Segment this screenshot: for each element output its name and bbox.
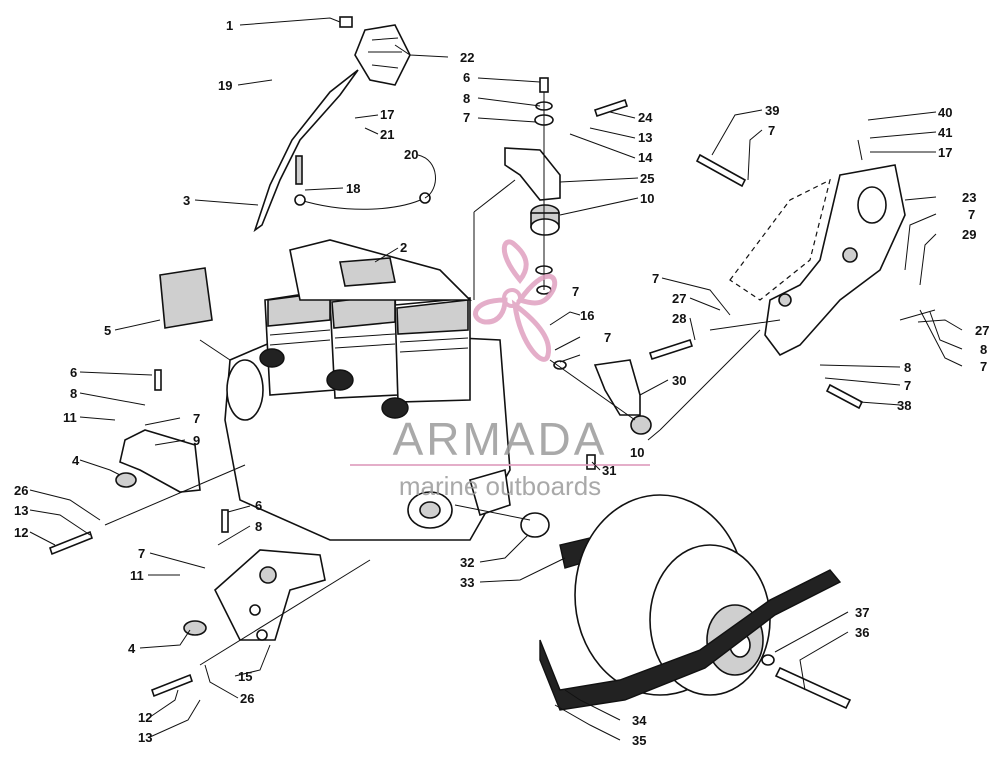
callout-5: 5 bbox=[104, 323, 111, 338]
callout-7: 7 bbox=[968, 207, 975, 222]
upper-mount-bracket bbox=[354, 24, 411, 86]
callout-12: 12 bbox=[138, 710, 152, 725]
callout-39: 39 bbox=[765, 103, 779, 118]
callout-8: 8 bbox=[255, 519, 262, 534]
callout-22: 22 bbox=[460, 50, 474, 65]
callout-28: 28 bbox=[672, 311, 686, 326]
callout-25: 25 bbox=[640, 171, 654, 186]
callout-7: 7 bbox=[193, 411, 200, 426]
callout-7: 7 bbox=[652, 271, 659, 286]
propeller-logo-icon bbox=[473, 239, 558, 362]
callout-16: 16 bbox=[580, 308, 594, 323]
washer-37 bbox=[761, 654, 775, 666]
callout-29: 29 bbox=[962, 227, 976, 242]
callout-33: 33 bbox=[460, 575, 474, 590]
decal bbox=[159, 267, 213, 329]
callout-18: 18 bbox=[346, 181, 360, 196]
callout-27: 27 bbox=[975, 323, 989, 338]
callout-7: 7 bbox=[572, 284, 579, 299]
callout-20: 20 bbox=[404, 147, 418, 162]
callout-4: 4 bbox=[128, 641, 136, 656]
callout-32: 32 bbox=[460, 555, 474, 570]
callout-6: 6 bbox=[255, 498, 262, 513]
callout-8: 8 bbox=[904, 360, 911, 375]
callout-26: 26 bbox=[240, 691, 254, 706]
rubber-mount-upper bbox=[530, 204, 560, 236]
callout-8: 8 bbox=[463, 91, 470, 106]
callout-26: 26 bbox=[14, 483, 28, 498]
bracket-outline-dashed bbox=[729, 178, 831, 301]
callout-38: 38 bbox=[897, 398, 911, 413]
bolt-6c bbox=[221, 509, 229, 533]
callout-11: 11 bbox=[130, 568, 144, 583]
left-rear-mount bbox=[183, 549, 326, 641]
callout-7: 7 bbox=[604, 330, 611, 345]
callout-41: 41 bbox=[938, 125, 952, 140]
callout-31: 31 bbox=[602, 463, 616, 478]
ground-strap bbox=[299, 197, 426, 210]
callout-37: 37 bbox=[855, 605, 869, 620]
callout-leaders bbox=[29, 17, 963, 741]
callout-12: 12 bbox=[14, 525, 28, 540]
callout-6: 6 bbox=[70, 365, 77, 380]
callout-7: 7 bbox=[768, 123, 775, 138]
callout-1: 1 bbox=[226, 18, 233, 33]
stud-31 bbox=[586, 454, 596, 470]
callout-numbers: 1 22 19 6 8 7 24 13 14 17 21 20 18 3 25 … bbox=[14, 18, 989, 748]
callout-13: 13 bbox=[138, 730, 152, 745]
callout-10: 10 bbox=[630, 445, 644, 460]
callout-14: 14 bbox=[638, 150, 653, 165]
bolt-6a bbox=[154, 369, 162, 391]
watermark-tagline: marine outboards bbox=[399, 471, 601, 501]
drive-belt bbox=[539, 569, 842, 711]
bolt-39 bbox=[695, 153, 747, 188]
callout-7: 7 bbox=[980, 359, 987, 374]
callout-3: 3 bbox=[183, 193, 190, 208]
watermark-brand: ARMADA bbox=[393, 413, 608, 465]
callout-9: 9 bbox=[193, 433, 200, 448]
callout-13: 13 bbox=[14, 503, 28, 518]
armada-watermark: ARMADA marine outboards bbox=[350, 239, 650, 501]
callout-19: 19 bbox=[218, 78, 232, 93]
callout-7: 7 bbox=[138, 546, 145, 561]
callout-17: 17 bbox=[380, 107, 394, 122]
callout-15: 15 bbox=[238, 669, 252, 684]
clip bbox=[339, 16, 353, 28]
assembly-lines bbox=[104, 92, 936, 666]
callout-6: 6 bbox=[463, 70, 470, 85]
callout-7: 7 bbox=[463, 110, 470, 125]
callout-23: 23 bbox=[962, 190, 976, 205]
bolt-28 bbox=[648, 338, 694, 361]
callout-10: 10 bbox=[640, 191, 654, 206]
engine-top-bracket bbox=[504, 147, 561, 201]
callout-11: 11 bbox=[63, 410, 77, 425]
callout-4: 4 bbox=[72, 453, 80, 468]
callout-30: 30 bbox=[672, 373, 686, 388]
callout-27: 27 bbox=[672, 291, 686, 306]
callout-36: 36 bbox=[855, 625, 869, 640]
bolt-12b bbox=[151, 673, 193, 698]
engine-block bbox=[224, 239, 511, 541]
callout-35: 35 bbox=[632, 733, 646, 748]
callout-34: 34 bbox=[632, 713, 647, 728]
callout-24: 24 bbox=[638, 110, 653, 125]
bolt-24 bbox=[593, 98, 629, 118]
left-front-mount bbox=[115, 429, 201, 493]
bolt-36 bbox=[774, 666, 852, 710]
callout-13: 13 bbox=[638, 130, 652, 145]
callout-7: 7 bbox=[904, 378, 911, 393]
callout-17: 17 bbox=[938, 145, 952, 160]
rubber-mount-lower bbox=[630, 415, 652, 435]
callout-8: 8 bbox=[980, 342, 987, 357]
callout-8: 8 bbox=[70, 386, 77, 401]
right-mount-bracket bbox=[764, 164, 906, 357]
cable bbox=[253, 69, 359, 233]
bolt-12a bbox=[49, 530, 93, 556]
callout-2: 2 bbox=[400, 240, 407, 255]
mount-bracket-30 bbox=[593, 359, 641, 416]
bolt-38 bbox=[825, 383, 864, 410]
callout-40: 40 bbox=[938, 105, 952, 120]
callout-21: 21 bbox=[380, 127, 394, 142]
